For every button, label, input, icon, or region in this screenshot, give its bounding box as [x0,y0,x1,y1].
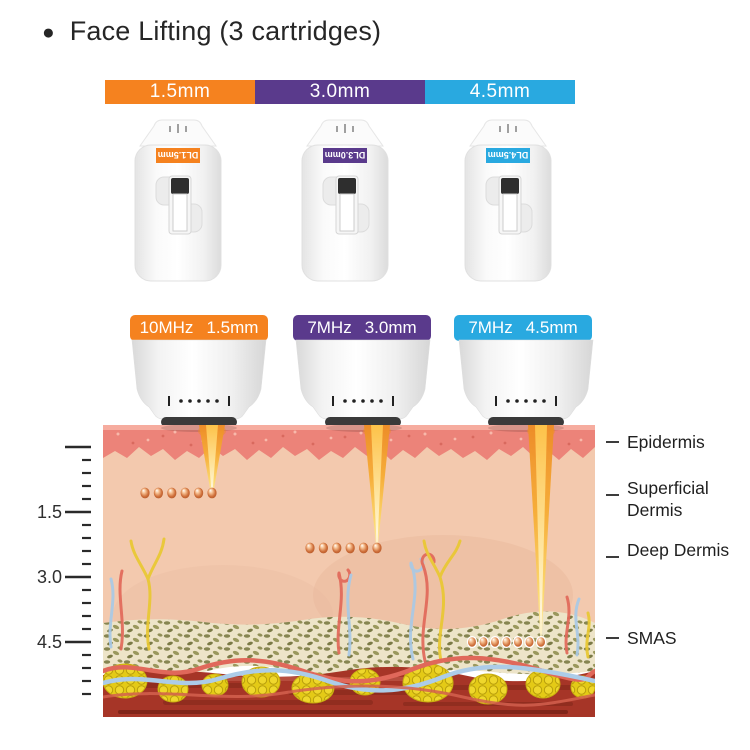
layer-label-text: Epidermis [627,432,705,452]
cartridge-illustration: DL4.5mm [464,119,552,282]
cartridge-model-label-bg [486,148,530,163]
cartridge-illustration: DL3.0mm [301,119,389,282]
depth-ruler: 1.5 3.0 4.5 [25,438,100,708]
depth-text: 3.0mm [364,318,417,337]
focal-points-row-4-5mm [466,636,547,649]
cartridge-1-5mm: DL1.5mm [132,118,224,284]
transducer-head-illustration [458,339,594,427]
transducer-head-3 [451,339,601,432]
ruler-label-3-0: 3.0 [37,567,62,587]
transducer-label-7mhz-4-5mm: 7MHz 4.5mm [454,315,592,341]
cartridge-3-0mm: DL3.0mm [299,118,391,284]
cartridge-model-label-bg [323,148,367,163]
page-title: ● Face Lifting (3 cartridges) [42,16,381,47]
layer-label-text: Deep Dermis [627,540,730,560]
beam-3-0mm [363,424,391,555]
ruler-labels: 1.5 3.0 4.5 [37,502,62,652]
cartridge-model-label-bg [156,148,200,163]
bullet-icon: ● [42,21,55,44]
head-body [131,339,267,420]
cartridge-slider-slot [485,175,533,235]
ultrasound-beams [198,424,555,649]
depth-segment-4-5mm: 4.5mm [425,80,575,104]
cap-vent-marks [169,124,187,133]
cartridge-model-label: DL1.5mm [158,150,199,160]
frequency-text: 7MHz [468,318,513,337]
frequency-text: 7MHz [307,318,352,337]
frequency-text: 10MHz [139,318,194,337]
depth-text: 1.5mm [206,318,259,337]
focal-points-row-3-0mm [305,542,382,554]
transducer-head-illustration [131,339,267,427]
depth-ruler-svg: 1.5 3.0 4.5 [37,445,91,696]
page-title-text: Face Lifting (3 cartridges) [69,16,382,46]
head-body [458,339,594,420]
depth-segment-3-0mm: 3.0mm [255,80,425,104]
cap-vent-marks [499,124,517,133]
aperture-scale-marks [495,396,557,406]
ruler-ticks [65,445,91,696]
depth-color-bar: 1.5mm 3.0mm 4.5mm [105,80,575,104]
layer-label-smas: SMAS [606,627,738,649]
skin-cross-section [100,424,598,722]
cartridge-model-label: DL3.0mm [325,150,366,160]
vessels-and-nerves [108,537,591,663]
cartridge-model-label: DL4.5mm [488,150,529,160]
pointer-dash [606,494,619,496]
ruler-label-4-5: 4.5 [37,632,62,652]
transducer-head-1 [124,339,274,432]
transducer-label-10mhz-1-5mm: 10MHz 1.5mm [130,315,268,341]
ruler-label-1-5: 1.5 [37,502,62,522]
cartridge-4-5mm: DL4.5mm [462,118,554,284]
pointer-dash [606,441,619,443]
head-body [295,339,431,420]
skin-illustration [100,424,598,717]
transducer-label-7mhz-3-0mm: 7MHz 3.0mm [293,315,431,341]
depth-segment-1-5mm: 1.5mm [105,80,255,104]
depth-text: 4.5mm [525,318,578,337]
focal-points-row-1-5mm [140,487,217,499]
layer-label-text: SMAS [627,628,677,648]
cap-vent-marks [336,124,354,133]
transducer-head-2 [288,339,438,432]
transducer-head-illustration [295,339,431,427]
aperture-scale-marks [332,396,394,406]
horizontal-vessels [100,655,598,707]
cartridge-illustration: DL1.5mm [134,119,222,282]
beam-4-5mm [527,424,555,649]
pointer-dash [606,637,619,639]
layer-label-deep-dermis: Deep Dermis [606,539,738,561]
layer-label-superficial-dermis: Superficial Dermis [606,477,738,521]
layer-label-epidermis: Epidermis [606,431,738,453]
beam-1-5mm [198,424,226,500]
pointer-dash [606,556,619,558]
aperture-scale-marks [168,396,230,406]
cartridge-slider-slot [322,175,370,235]
layer-label-text: Superficial Dermis [627,478,709,520]
cartridge-slider-slot [155,175,203,235]
contact-pad [161,417,237,427]
